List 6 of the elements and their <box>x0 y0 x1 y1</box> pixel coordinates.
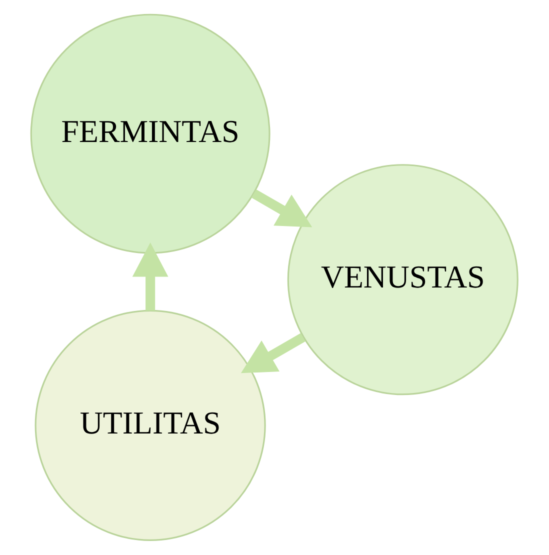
arrow <box>132 242 168 311</box>
node-circle: UTILITAS <box>34 310 266 541</box>
arrow <box>240 333 306 374</box>
node-circle: FERMINTAS <box>30 14 270 254</box>
arrow <box>251 189 312 228</box>
node-circle: VENUSTAS <box>287 164 518 396</box>
